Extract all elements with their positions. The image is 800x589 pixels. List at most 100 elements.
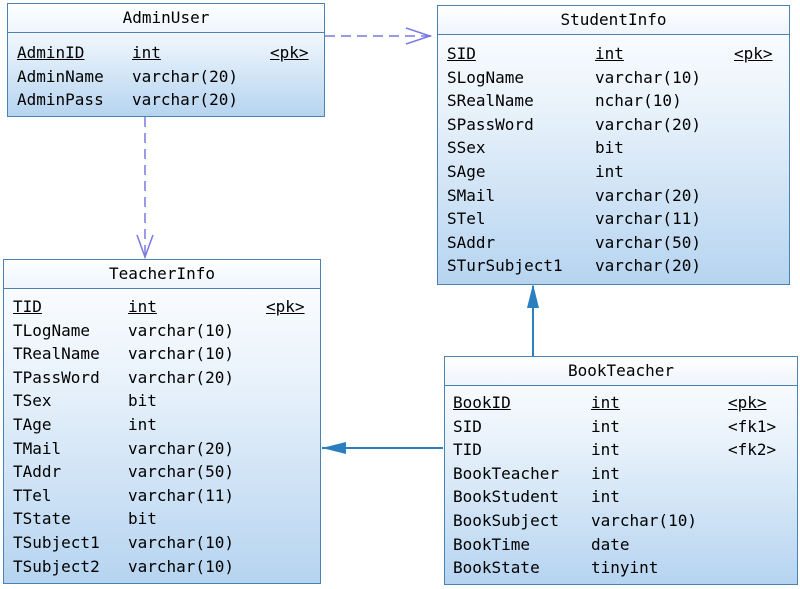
column-row: SID int <pk> — [438, 42, 789, 66]
column-name: SPassWord — [447, 114, 534, 134]
column-type: bit — [595, 138, 624, 158]
column-key: <fk1> — [728, 416, 777, 436]
column-row: SMail varchar(20) — [438, 184, 789, 208]
column-type: int — [591, 440, 620, 460]
column-name: BookID — [453, 393, 511, 412]
column-name: AdminID — [17, 43, 85, 62]
column-name: TPassWord — [13, 367, 100, 387]
column-name: TState — [13, 509, 71, 529]
column-row: STel varchar(11) — [438, 207, 789, 231]
column-type: varchar(20) — [132, 90, 238, 110]
column-row: SRealName nchar(10) — [438, 89, 789, 113]
column-row: TAge int — [4, 413, 320, 437]
column-row: TID int <pk> — [4, 295, 320, 319]
column-name: BookState — [453, 558, 540, 578]
column-list: TID int <pk> TLogName varchar(10) TRealN… — [4, 289, 320, 578]
column-name: TSubject1 — [13, 532, 100, 552]
column-row: BookSubject varchar(10) — [445, 509, 797, 533]
column-type: varchar(20) — [128, 438, 234, 458]
column-list: AdminID int <pk> AdminName varchar(20) A… — [8, 33, 324, 112]
column-name: TID — [13, 297, 42, 316]
column-key: <pk> — [734, 44, 773, 63]
column-type: varchar(20) — [595, 256, 701, 276]
column-type: varchar(11) — [128, 485, 234, 505]
column-key: <fk2> — [728, 440, 777, 460]
column-type: varchar(10) — [591, 510, 697, 530]
column-type: varchar(10) — [128, 320, 234, 340]
entity-title: AdminUser — [8, 4, 324, 33]
arrow-filled-left-icon — [322, 442, 346, 454]
column-row: SID int <fk1> — [445, 415, 797, 439]
column-row: AdminPass varchar(20) — [8, 88, 324, 112]
column-row: TID int <fk2> — [445, 438, 797, 462]
column-row: TRealName varchar(10) — [4, 342, 320, 366]
column-name: SID — [453, 416, 482, 436]
column-name: AdminName — [17, 66, 104, 86]
column-type: varchar(20) — [595, 185, 701, 205]
column-type: varchar(10) — [128, 532, 234, 552]
column-row: TState bit — [4, 507, 320, 531]
column-name: STel — [447, 209, 486, 229]
column-row: TMail varchar(20) — [4, 437, 320, 461]
column-name: STurSubject1 — [447, 256, 563, 276]
column-type: tinyint — [591, 558, 659, 578]
column-key: <pk> — [728, 393, 767, 412]
column-type: varchar(50) — [595, 232, 701, 252]
column-row: SLogName varchar(10) — [438, 66, 789, 90]
column-row: AdminName varchar(20) — [8, 65, 324, 89]
column-type: varchar(10) — [128, 344, 234, 364]
column-name: BookTime — [453, 534, 531, 554]
entity-adminuser[interactable]: AdminUser AdminID int <pk> AdminName var… — [7, 3, 325, 117]
column-type: varchar(11) — [595, 209, 701, 229]
column-type: int — [591, 416, 620, 436]
entity-studentinfo[interactable]: StudentInfo SID int <pk> SLogName varcha… — [437, 5, 790, 285]
column-key: <pk> — [266, 297, 305, 316]
column-type: int — [595, 44, 624, 63]
column-name: TLogName — [13, 320, 91, 340]
column-name: BookStudent — [453, 487, 559, 507]
column-name: SSex — [447, 138, 486, 158]
column-name: TID — [453, 440, 482, 460]
column-row: TTel varchar(11) — [4, 484, 320, 508]
column-name: BookTeacher — [453, 463, 559, 483]
column-type: int — [591, 487, 620, 507]
column-type: date — [591, 534, 630, 554]
column-name: TSubject2 — [13, 556, 100, 576]
column-name: SAge — [447, 161, 486, 181]
arrow-open-right-icon — [405, 27, 433, 45]
column-list: SID int <pk> SLogName varchar(10) SRealN… — [438, 35, 789, 278]
column-type: int — [591, 393, 620, 412]
column-name: BookSubject — [453, 510, 559, 530]
column-type: int — [132, 43, 161, 62]
column-type: bit — [128, 509, 157, 529]
column-row: TLogName varchar(10) — [4, 319, 320, 343]
column-row: BookID int <pk> — [445, 391, 797, 415]
column-name: SAddr — [447, 232, 496, 252]
column-row: SAge int — [438, 160, 789, 184]
entity-bookteacher[interactable]: BookTeacher BookID int <pk> SID int <fk1… — [444, 356, 798, 585]
entity-teacherinfo[interactable]: TeacherInfo TID int <pk> TLogName varcha… — [3, 259, 321, 584]
entity-title: StudentInfo — [438, 6, 789, 35]
column-name: SID — [447, 44, 476, 63]
column-type: bit — [128, 391, 157, 411]
column-list: BookID int <pk> SID int <fk1> TID int <f… — [445, 386, 797, 580]
column-type: varchar(20) — [132, 66, 238, 86]
column-name: SRealName — [447, 91, 534, 111]
column-row: TSex bit — [4, 389, 320, 413]
column-row: SSex bit — [438, 136, 789, 160]
column-name: TAge — [13, 414, 52, 434]
entity-title: TeacherInfo — [4, 260, 320, 289]
column-type: varchar(20) — [128, 367, 234, 387]
column-name: TTel — [13, 485, 52, 505]
column-name: TMail — [13, 438, 62, 458]
column-row: SPassWord varchar(20) — [438, 113, 789, 137]
column-row: BookTime date — [445, 533, 797, 557]
column-row: SAddr varchar(50) — [438, 231, 789, 255]
column-type: varchar(20) — [595, 114, 701, 134]
column-row: BookStudent int — [445, 485, 797, 509]
column-type: varchar(10) — [595, 67, 701, 87]
column-type: int — [128, 297, 157, 316]
arrow-open-down-icon — [136, 234, 154, 260]
column-row: BookTeacher int — [445, 462, 797, 486]
